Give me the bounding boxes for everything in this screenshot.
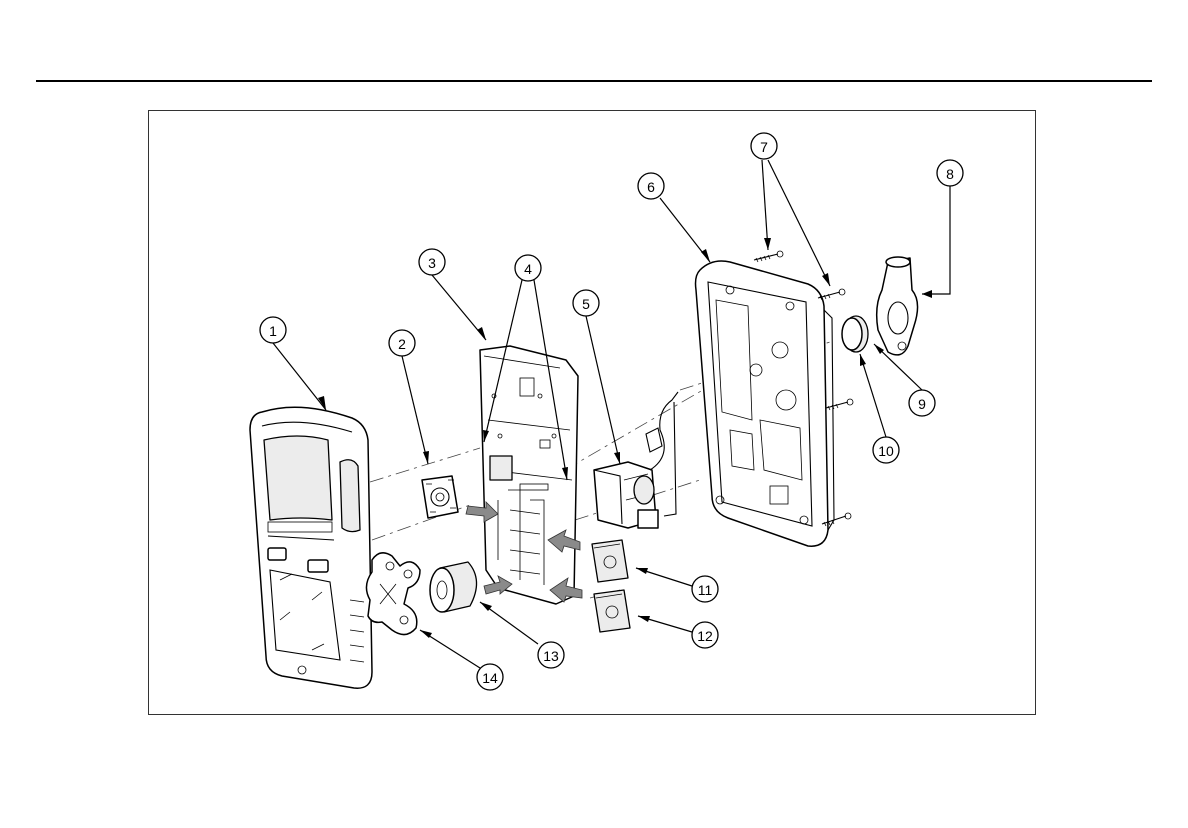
callout-7-label: 7	[760, 139, 768, 155]
membrane-part	[422, 476, 458, 518]
callout-4: 4	[515, 255, 541, 281]
buzzer-module	[430, 562, 477, 612]
callout-6-label: 6	[647, 179, 655, 195]
callout-10: 10	[873, 437, 899, 463]
callout-5: 5	[573, 290, 599, 316]
callout-14: 14	[477, 664, 503, 690]
callout-14-label: 14	[482, 670, 498, 686]
callout-12-label: 12	[697, 628, 713, 644]
callout-3-label: 3	[428, 255, 436, 271]
callout-8: 8	[937, 160, 963, 186]
callout-3: 3	[419, 249, 445, 275]
rear-housing	[696, 261, 835, 546]
inlet-cap	[877, 257, 918, 355]
callout-6: 6	[638, 173, 664, 199]
sensor-upper	[592, 540, 628, 582]
callout-12: 12	[692, 622, 718, 648]
callout-13-label: 13	[543, 648, 559, 664]
clip-plate	[366, 553, 420, 635]
callout-7: 7	[751, 133, 777, 159]
callout-1-label: 1	[269, 323, 277, 339]
callout-2-label: 2	[398, 336, 406, 352]
callout-11-label: 11	[698, 582, 713, 598]
callout-11: 11	[692, 576, 718, 602]
callout-4-label: 4	[524, 261, 532, 277]
circuit-board	[480, 346, 578, 604]
callout-9-label: 9	[918, 396, 926, 412]
callout-5-label: 5	[582, 296, 590, 312]
front-housing	[250, 407, 372, 688]
connector-module	[594, 392, 678, 528]
callout-9: 9	[909, 390, 935, 416]
callout-1: 1	[260, 317, 286, 343]
callout-2: 2	[389, 330, 415, 356]
filter-disk	[842, 316, 868, 352]
callout-10-label: 10	[878, 443, 894, 459]
sensor-lower	[594, 590, 630, 632]
callout-8-label: 8	[946, 166, 954, 182]
callout-13: 13	[538, 642, 564, 668]
